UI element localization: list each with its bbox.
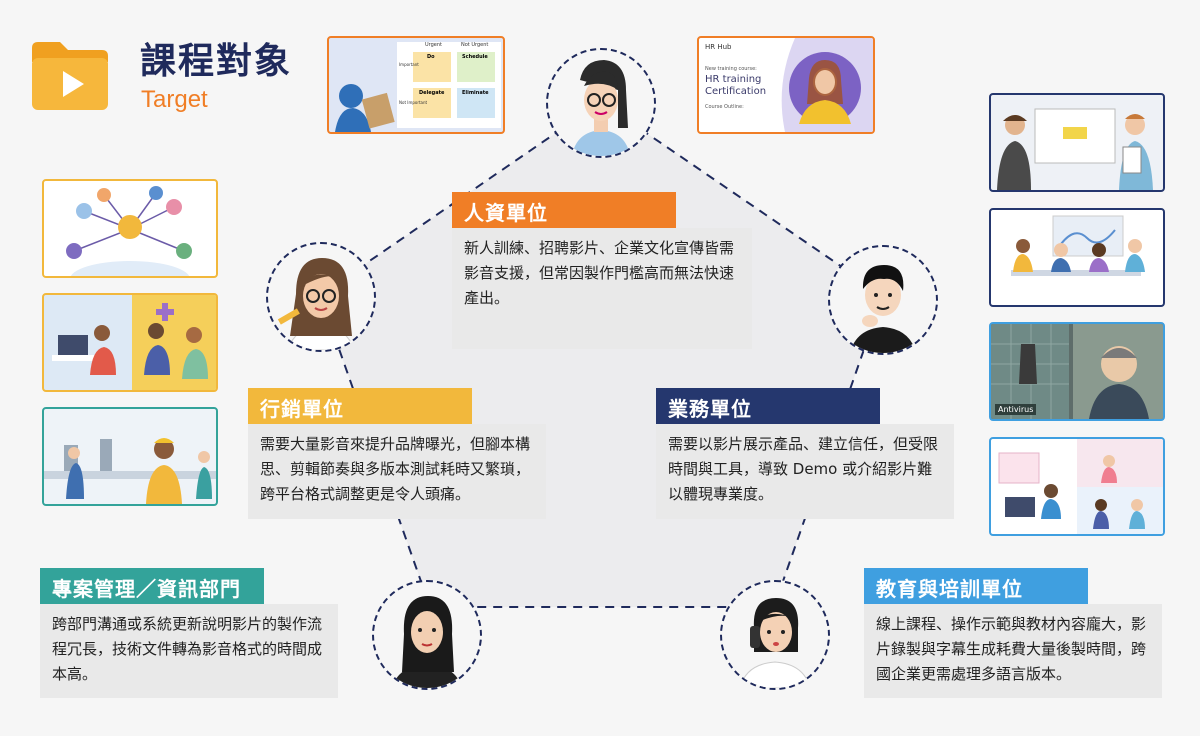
thumbnail-meeting xyxy=(989,208,1165,307)
card-education: 教育與培訓單位 線上課程、操作示範與教材內容龐大，影片錄製與字幕生成耗費大量後製… xyxy=(864,568,1162,698)
thumbnail-team-ideas xyxy=(42,293,218,392)
page-title: 課程對象 xyxy=(140,41,293,82)
thumbnail-presentation xyxy=(989,93,1165,192)
hrhub-kicker: New training course: xyxy=(705,66,757,72)
hrhub-headline-1: HR training xyxy=(705,74,762,85)
card-sales-text: 需要以影片展示產品、建立信任，但受限時間與工具，導致 Demo 或介紹影片難以體… xyxy=(656,424,954,519)
hrhub-logo: HR Hub xyxy=(705,43,732,51)
card-pm-it-title: 專案管理／資訊部門 xyxy=(40,568,264,604)
page-subtitle: Target xyxy=(141,86,208,113)
matrix-cell-eliminate: Eliminate xyxy=(462,90,489,96)
card-education-text: 線上課程、操作示範與教材內容龐大，影片錄製與字幕生成耗費大量後製時間，跨國企業更… xyxy=(864,604,1162,698)
thumbnail-antivirus: Antivirus xyxy=(989,322,1165,421)
hrhub-outline: Course Outline: xyxy=(705,104,744,110)
card-hr-title: 人資單位 xyxy=(452,192,676,228)
card-hr-text: 新人訓練、招聘影片、企業文化宣傳皆需影音支援，但常因製作門檻高而無法快速產出。 xyxy=(452,228,752,349)
card-education-title: 教育與培訓單位 xyxy=(864,568,1088,604)
matrix-cell-do: Do xyxy=(427,54,435,60)
hrhub-headline-2: Certification xyxy=(705,86,767,97)
card-sales-title: 業務單位 xyxy=(656,388,880,424)
thumbnail-factory xyxy=(42,407,218,506)
matrix-col-not-urgent: Not Urgent xyxy=(461,42,489,48)
folder-play-icon xyxy=(30,38,110,112)
avatar-hr xyxy=(546,48,656,158)
card-marketing: 行銷單位 需要大量影音來提升品牌曝光，但腳本構思、剪輯節奏與多版本測試耗時又繁瑣… xyxy=(248,388,546,519)
thumbnail-priority-matrix: Urgent Not Urgent Important Not Importan… xyxy=(327,36,505,134)
avatar-pm-it xyxy=(372,580,482,690)
antivirus-label: Antivirus xyxy=(995,404,1037,415)
thumbnail-network xyxy=(42,179,218,278)
thumbnail-collaboration xyxy=(989,437,1165,536)
matrix-row-important: Important xyxy=(399,62,419,67)
avatar-sales xyxy=(828,245,938,355)
matrix-cell-schedule: Schedule xyxy=(462,54,488,60)
matrix-cell-delegate: Delegate xyxy=(419,90,445,96)
card-hr: 人資單位 新人訓練、招聘影片、企業文化宣傳皆需影音支援，但常因製作門檻高而無法快… xyxy=(452,192,752,349)
avatar-education xyxy=(720,580,830,690)
matrix-row-not-important: Not Important xyxy=(399,100,428,105)
card-marketing-title: 行銷單位 xyxy=(248,388,472,424)
matrix-col-urgent: Urgent xyxy=(425,42,443,48)
card-pm-it-text: 跨部門溝通或系統更新說明影片的製作流程冗長，技術文件轉為影音格式的時間成本高。 xyxy=(40,604,338,698)
thumbnail-hr-hub: HR Hub New training course: HR training … xyxy=(697,36,875,134)
card-sales: 業務單位 需要以影片展示產品、建立信任，但受限時間與工具，導致 Demo 或介紹… xyxy=(656,388,954,519)
avatar-marketing xyxy=(266,242,376,352)
card-marketing-text: 需要大量影音來提升品牌曝光，但腳本構思、剪輯節奏與多版本測試耗時又繁瑣，跨平台格… xyxy=(248,424,546,519)
card-pm-it: 專案管理／資訊部門 跨部門溝通或系統更新說明影片的製作流程冗長，技術文件轉為影音… xyxy=(40,568,338,698)
pentagon-shape xyxy=(318,100,885,608)
